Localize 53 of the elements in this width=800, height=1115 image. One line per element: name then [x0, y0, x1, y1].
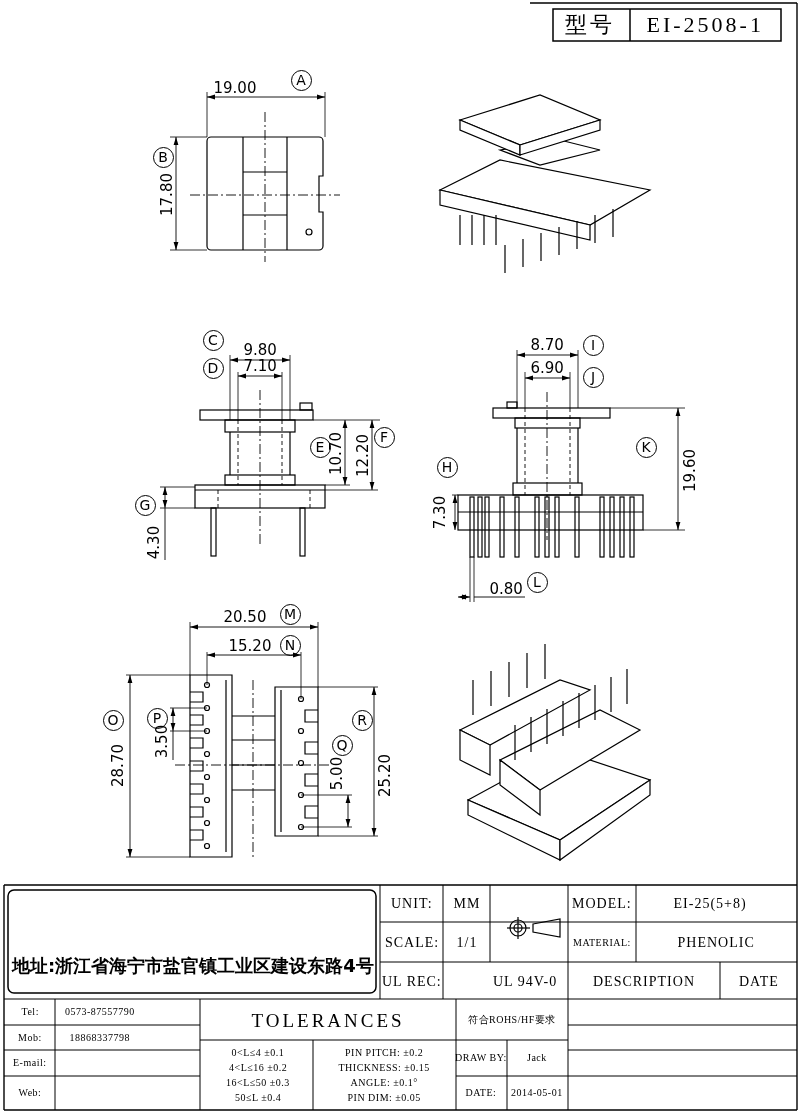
dimension-value: 0.80 — [489, 581, 523, 597]
section-heading: TOLERANCES — [251, 1010, 405, 1030]
field-label: Tel: — [21, 1007, 39, 1017]
dimension-value: 19.60 — [682, 448, 698, 492]
tolerance-text: 4<L≤16 ±0.2 — [229, 1063, 288, 1073]
dimension-value: 20.50 — [223, 609, 267, 625]
dimension-value: 19.00 — [213, 80, 257, 96]
field-label: Mob: — [18, 1033, 42, 1043]
dimension-value: 5.00 — [329, 756, 345, 790]
field-value: EI-25(5+8) — [673, 897, 747, 911]
dimension-value: 4.30 — [146, 525, 162, 559]
field-value: 2014-05-01 — [511, 1088, 563, 1098]
dimension-value: 7.30 — [432, 495, 448, 529]
field-label: DATE: — [465, 1088, 497, 1098]
tolerance-text: THICKNESS: ±0.15 — [338, 1063, 430, 1073]
field-label: UNIT: — [391, 897, 433, 911]
field-value: 1/1 — [456, 936, 478, 950]
field-label: MODEL: — [572, 897, 632, 911]
field-value: 18868337798 — [69, 1033, 130, 1043]
field-value: 0573-87557790 — [65, 1007, 135, 1017]
dimension-value: 28.70 — [110, 743, 126, 787]
column-heading: DESCRIPTION — [593, 975, 695, 989]
tolerance-text: 50≤L ±0.4 — [235, 1093, 282, 1103]
dimension-value: 9.80 — [243, 342, 277, 358]
dimension-value: 15.20 — [228, 638, 272, 654]
field-label: MATERIAL: — [573, 938, 631, 948]
dimension-value: 17.80 — [159, 172, 175, 216]
title-label: 型号 — [565, 14, 615, 36]
field-value: PHENOLIC — [677, 936, 755, 950]
field-label: DRAW BY: — [455, 1053, 507, 1063]
field-label: Web: — [18, 1088, 42, 1098]
dimension-value: 8.70 — [530, 337, 564, 353]
dimension-value: 3.50 — [154, 724, 170, 758]
tolerance-text: 16<L≤50 ±0.3 — [226, 1078, 290, 1088]
tolerance-text: PIN DIM: ±0.05 — [347, 1093, 421, 1103]
dimension-value: 6.90 — [530, 360, 564, 376]
field-label: UL REC: — [382, 975, 442, 989]
tolerance-text: ANGLE: ±0.1° — [350, 1078, 418, 1088]
field-value: UL 94V-0 — [493, 975, 558, 989]
model-number: EI-2508-1 — [646, 14, 764, 36]
field-value: MM — [453, 897, 481, 911]
dimension-value: 12.20 — [355, 433, 371, 477]
tolerance-text: 0<L≤4 ±0.1 — [231, 1048, 285, 1058]
field-label: SCALE: — [385, 936, 440, 950]
dimension-value: 7.10 — [243, 358, 277, 374]
field-value: Jack — [527, 1053, 547, 1063]
field-label: E-mail: — [13, 1058, 47, 1068]
dimension-value: 10.70 — [328, 431, 344, 475]
address-text: 地址:浙江省海宁市盐官镇工业区建设东路4号 — [12, 957, 374, 975]
column-heading: DATE — [739, 975, 779, 989]
dimension-value: 25.20 — [377, 753, 393, 797]
note-text: 符合ROHS/HF要求 — [468, 1015, 556, 1025]
tolerance-text: PIN PITCH: ±0.2 — [345, 1048, 424, 1058]
